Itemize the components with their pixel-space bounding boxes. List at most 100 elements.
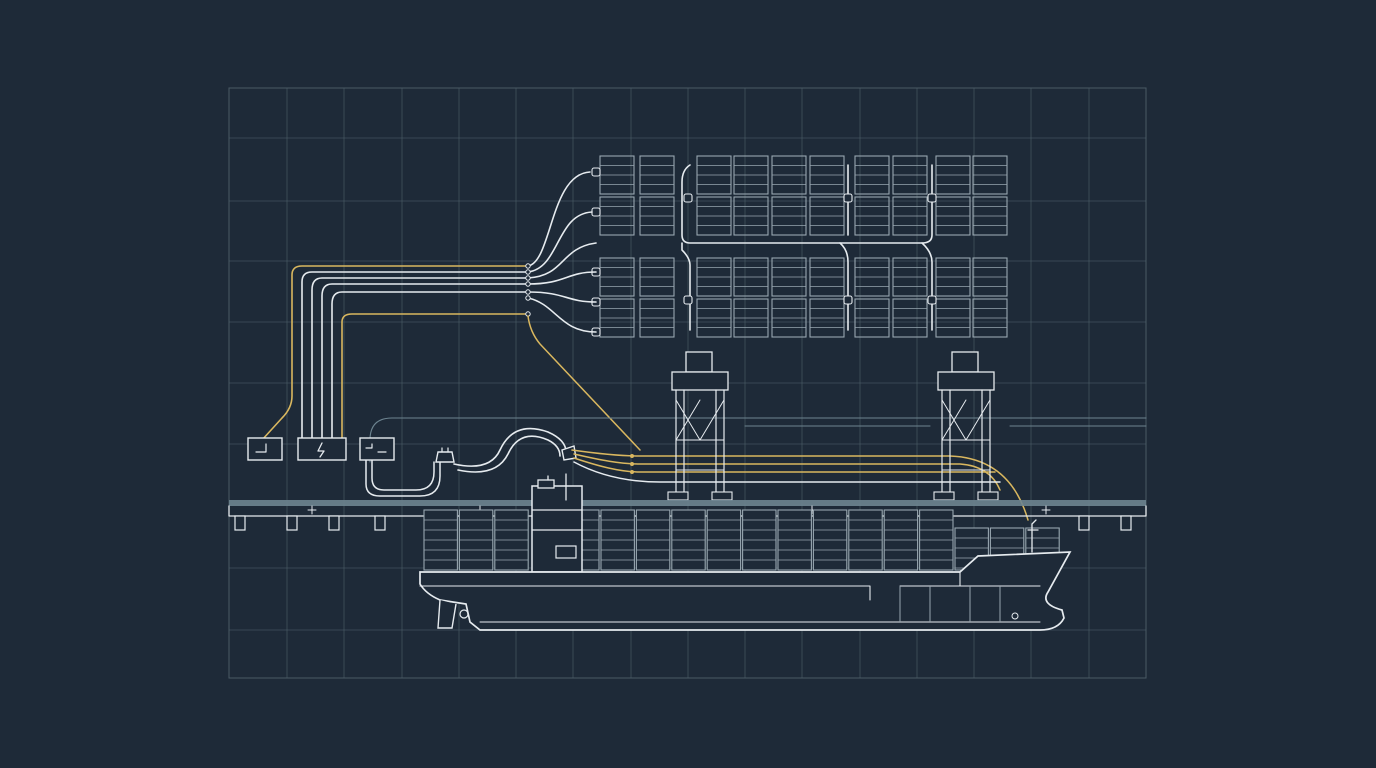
solar-panel-icon	[892, 196, 928, 236]
container-stack	[423, 509, 1060, 571]
cable	[527, 291, 597, 303]
solar-panel-icon	[771, 257, 807, 297]
solar-panel-icon	[733, 196, 769, 236]
solar-panel-icon	[972, 298, 1008, 338]
bollard-icon	[1041, 505, 1051, 515]
cable-node	[630, 454, 634, 458]
connector-node	[683, 295, 693, 305]
solar-panel-icon	[809, 155, 845, 195]
junction-node	[525, 269, 531, 275]
anchor-icon	[1011, 612, 1019, 620]
cable	[527, 297, 597, 333]
solar-panel-icon	[935, 196, 971, 236]
junction-node	[525, 295, 531, 301]
solar-panel-icon	[599, 298, 635, 338]
cable	[573, 457, 996, 473]
quay-pile	[1120, 515, 1132, 531]
cable-node	[630, 462, 634, 466]
crane-rail	[744, 417, 1147, 427]
cable	[527, 315, 641, 451]
junction-node	[525, 263, 531, 269]
cable	[527, 271, 597, 285]
cable	[527, 211, 593, 273]
solar-panel-icon	[854, 257, 890, 297]
solar-panel-icon	[809, 257, 845, 297]
gantry-cranes	[667, 351, 1147, 501]
solar-panel-icon	[639, 298, 675, 338]
solar-panel-icon	[639, 257, 675, 297]
quay-deck-top	[229, 500, 1146, 506]
connector-node	[591, 207, 601, 217]
solar-panel-icon	[733, 155, 769, 195]
solar-panel-icon	[972, 155, 1008, 195]
solar-panel-icon	[892, 257, 928, 297]
solar-panel-icon	[854, 298, 890, 338]
quay-pile	[234, 515, 246, 531]
quay-pile	[374, 515, 386, 531]
solar-panel-array	[591, 155, 1008, 338]
cable	[573, 453, 1001, 491]
cable	[573, 461, 1001, 483]
junction-node	[525, 289, 531, 295]
bow-mast	[1027, 519, 1039, 553]
solar-panel-icon	[771, 298, 807, 338]
cable	[311, 277, 529, 439]
solar-panel-icon	[599, 155, 635, 195]
solar-panel-icon	[771, 155, 807, 195]
rudder	[437, 599, 457, 629]
solar-panel-icon	[935, 298, 971, 338]
solar-panel-icon	[639, 155, 675, 195]
solar-panel-icon	[854, 155, 890, 195]
solar-panel-icon	[599, 196, 635, 236]
cable	[331, 291, 529, 439]
bollard-icon	[307, 505, 317, 515]
solar-panel-icon	[733, 257, 769, 297]
connector-node	[843, 193, 853, 203]
cable	[261, 265, 529, 441]
connector-node	[843, 295, 853, 305]
cable	[321, 283, 529, 439]
gantry-crane-icon	[933, 351, 999, 501]
cable	[453, 427, 567, 467]
solar-panel-icon	[935, 257, 971, 297]
propeller-icon	[459, 609, 469, 619]
ship-hull	[419, 551, 1072, 631]
solar-panel-icon	[771, 196, 807, 236]
cable	[527, 242, 597, 279]
solar-panel-icon	[892, 298, 928, 338]
container-ship-icon	[419, 473, 1072, 631]
electrical-equipment	[247, 437, 395, 461]
solar-panel-icon	[972, 257, 1008, 297]
gantry-crane-icon	[667, 351, 733, 501]
cable-node	[630, 470, 634, 474]
cable	[365, 459, 441, 497]
dc-bus	[681, 164, 933, 331]
connector-node	[927, 295, 937, 305]
connector-node	[927, 193, 937, 203]
cable	[527, 171, 591, 267]
solar-panel-icon	[809, 298, 845, 338]
cable	[341, 313, 529, 439]
solar-panel-icon	[599, 257, 635, 297]
meter-icon	[247, 437, 283, 461]
plug-icon	[435, 447, 455, 463]
cable	[301, 271, 529, 439]
lightning-bolt-icon	[297, 437, 347, 461]
cable	[371, 459, 435, 491]
junction-node	[525, 281, 531, 287]
cable-bundle	[261, 171, 1147, 521]
quay-pile	[1078, 515, 1090, 531]
solar-panel-icon	[809, 196, 845, 236]
connector-node	[683, 193, 693, 203]
connector-node	[591, 167, 601, 177]
quay-pile	[328, 515, 340, 531]
solar-panel-icon	[892, 155, 928, 195]
solar-panel-icon	[854, 196, 890, 236]
cable	[457, 435, 561, 473]
switch-icon	[359, 437, 395, 461]
solar-panel-icon	[696, 298, 732, 338]
junction-node	[525, 275, 531, 281]
solar-panel-icon	[639, 196, 675, 236]
ship-bridge	[531, 473, 583, 573]
